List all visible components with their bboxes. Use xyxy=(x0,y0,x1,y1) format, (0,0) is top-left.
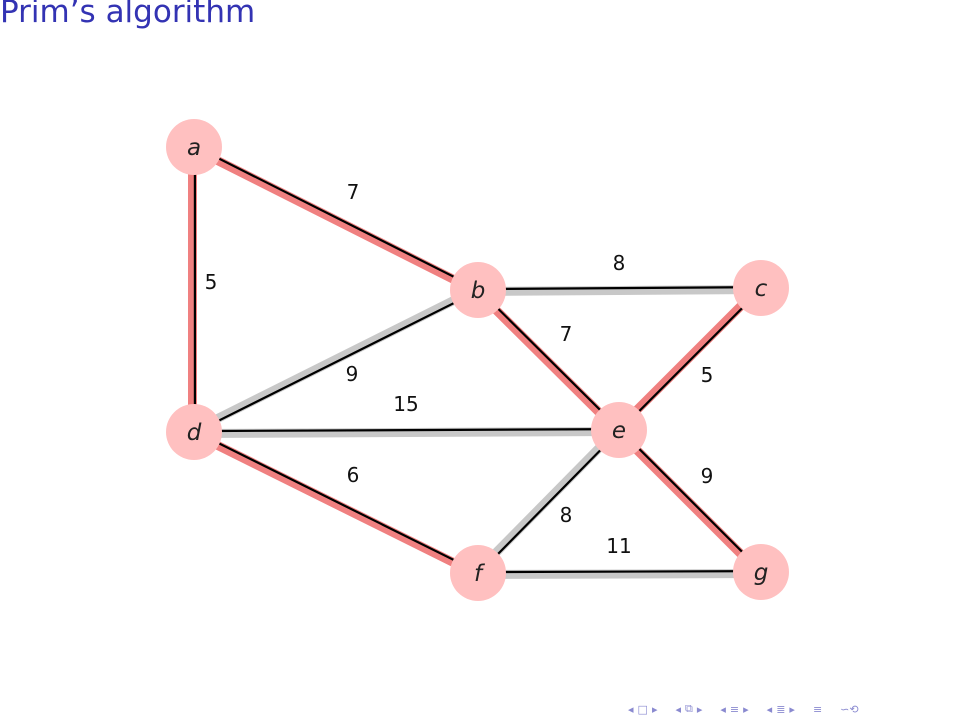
node-label-b: b xyxy=(471,278,486,304)
edge-weight-a-b: 7 xyxy=(347,180,360,204)
edge-a-d xyxy=(188,147,197,432)
edge-highlight-c-e xyxy=(614,283,764,433)
edge-e-g xyxy=(614,427,764,577)
edge-weight-d-e: 15 xyxy=(393,392,418,416)
edge-weight-a-d: 5 xyxy=(205,270,218,294)
edge-line-b-d xyxy=(193,289,479,434)
edge-weight-f-g: 11 xyxy=(606,534,631,558)
node-label-c: c xyxy=(755,276,768,302)
edge-highlight-d-f xyxy=(191,429,480,579)
nav-frame-icon[interactable]: □ xyxy=(637,702,648,716)
nav-search-icon[interactable]: ∽⟲ xyxy=(840,702,859,716)
node-circle-b xyxy=(450,262,506,318)
edge-line-e-g xyxy=(618,428,763,573)
edge-highlight-e-f xyxy=(473,425,622,576)
edge-weight-c-e: 5 xyxy=(701,363,714,387)
edge-highlight-b-d xyxy=(191,284,480,435)
node-circle-c xyxy=(733,260,789,316)
node-e: e xyxy=(591,402,647,458)
edge-highlight-a-b xyxy=(191,144,480,296)
edge-weight-b-d: 9 xyxy=(346,362,359,386)
nav-align-icon[interactable]: ≡ xyxy=(812,702,823,716)
nav-first-arrow-icon[interactable]: ◂ xyxy=(628,702,634,716)
node-d: d xyxy=(166,404,222,460)
node-label-g: g xyxy=(754,560,769,586)
edge-line-d-f xyxy=(193,430,479,574)
edge-c-e xyxy=(614,283,764,433)
edge-weight-e-f: 8 xyxy=(560,503,573,527)
page-title: Prim’s algorithm xyxy=(0,0,256,30)
weight-label-layer: 7 5 8 9 7 5 15 6 8 9 11 xyxy=(205,180,714,558)
edge-e-f xyxy=(473,425,622,576)
edge-line-d-e xyxy=(193,428,620,433)
edge-line-c-e xyxy=(618,287,763,432)
edge-highlight-b-c xyxy=(477,285,762,296)
node-label-d: d xyxy=(187,420,202,446)
edge-d-e xyxy=(193,427,620,438)
node-a: a xyxy=(166,119,222,175)
node-g: g xyxy=(733,544,789,600)
edge-d-f xyxy=(191,429,480,579)
beamer-navigation-bar[interactable]: ◂ □ ▸ ◂ ⧉ ▸ ◂ ≡ ▸ ◂ ≣ ▸ ≡ ∽⟲ xyxy=(626,702,861,716)
edge-layer xyxy=(188,144,764,579)
nav-next-arrow-icon[interactable]: ▸ xyxy=(651,702,658,716)
node-f: f xyxy=(450,545,506,601)
edge-line-b-e xyxy=(477,288,621,431)
node-c: c xyxy=(733,260,789,316)
node-label-e: e xyxy=(612,418,626,444)
node-circle-f xyxy=(450,545,506,601)
node-label-a: a xyxy=(187,135,201,161)
edge-line-b-c xyxy=(477,286,762,291)
nav-next-section-arrow-icon[interactable]: ▸ xyxy=(743,702,749,716)
edge-a-b xyxy=(191,144,480,296)
edge-highlight-e-g xyxy=(614,427,764,577)
edge-line-a-b xyxy=(193,145,479,291)
edge-f-g xyxy=(477,569,762,579)
nav-prev-doc-arrow-icon[interactable]: ◂ xyxy=(766,702,773,716)
nav-doc-icon[interactable]: ≣ xyxy=(776,702,786,716)
edge-weight-d-f: 6 xyxy=(347,463,360,487)
edge-weight-e-g: 9 xyxy=(701,464,714,488)
node-layer: a b c d e f g xyxy=(166,119,789,601)
edge-line-f-g xyxy=(477,569,762,574)
edge-highlight-d-e xyxy=(193,427,620,438)
node-label-f: f xyxy=(474,561,485,587)
node-b: b xyxy=(450,262,506,318)
nav-next-doc-arrow-icon[interactable]: ▸ xyxy=(789,702,795,716)
edge-highlight-f-g xyxy=(477,569,762,579)
nav-subsection-icon[interactable]: ⧉ xyxy=(685,702,693,715)
node-circle-a xyxy=(166,119,222,175)
nav-prev-section-arrow-icon[interactable]: ◂ xyxy=(720,702,726,716)
edge-line-e-f xyxy=(477,429,621,575)
edge-b-e xyxy=(473,287,622,435)
nav-prev-subsection-arrow-icon[interactable]: ◂ xyxy=(675,702,681,716)
node-circle-e xyxy=(591,402,647,458)
nav-section-icon[interactable]: ≡ xyxy=(729,702,740,716)
edge-weight-b-c: 8 xyxy=(613,251,626,275)
edge-b-c xyxy=(477,285,762,296)
edge-weight-b-e: 7 xyxy=(560,322,573,346)
edge-highlight-b-e xyxy=(473,287,622,435)
node-circle-d xyxy=(166,404,222,460)
nav-next-subsection-arrow-icon[interactable]: ▸ xyxy=(696,702,703,716)
node-circle-g xyxy=(733,544,789,600)
edge-b-d xyxy=(191,284,480,435)
